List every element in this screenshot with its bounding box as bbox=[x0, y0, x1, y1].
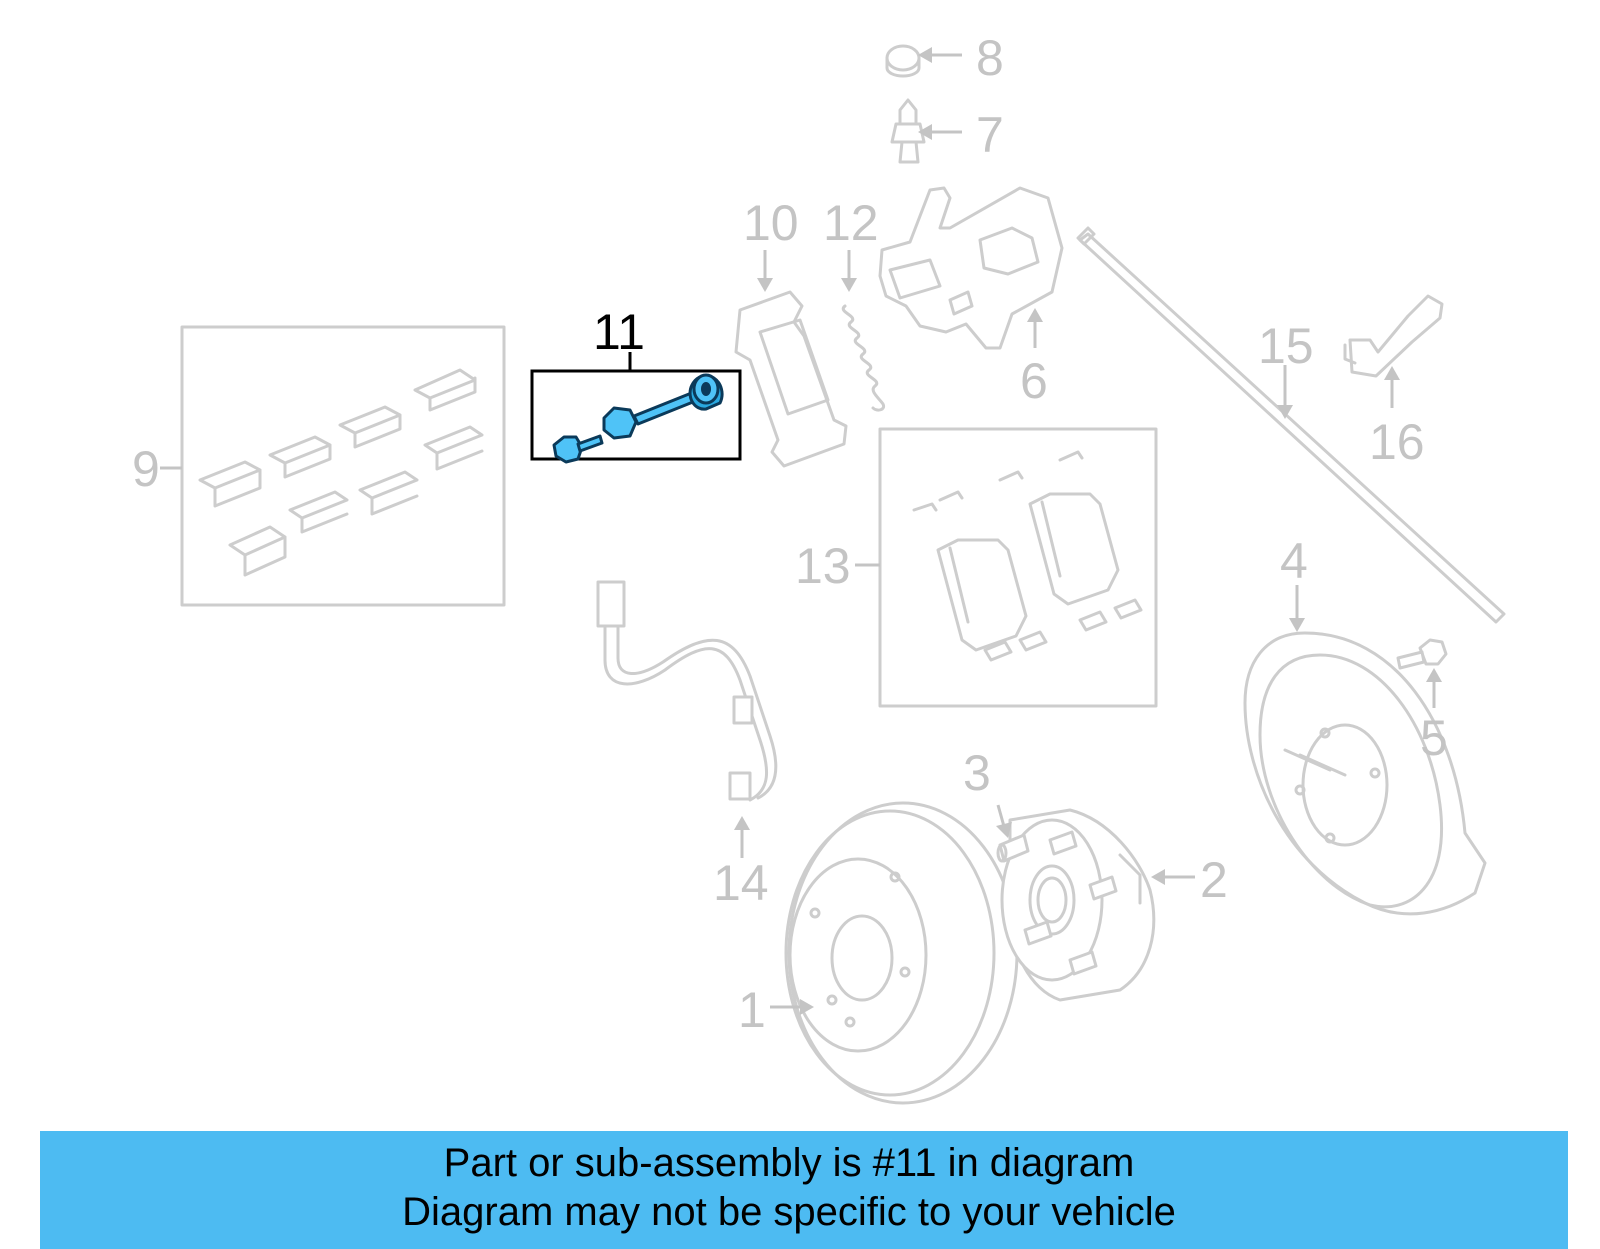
callout-1: 1 bbox=[738, 982, 766, 1038]
part-8-bleeder-cap[interactable] bbox=[885, 44, 921, 78]
callout-2: 2 bbox=[1200, 852, 1228, 908]
callout-5: 5 bbox=[1420, 710, 1448, 766]
callout-4: 4 bbox=[1280, 533, 1308, 589]
part-1-brake-rotor[interactable] bbox=[784, 801, 1019, 1105]
callout-7: 7 bbox=[976, 107, 1004, 163]
part-16-bracket[interactable] bbox=[1343, 294, 1444, 378]
callout-3: 3 bbox=[963, 745, 991, 801]
part-3-wheel-stud[interactable] bbox=[996, 833, 1030, 863]
callout-11: 11 bbox=[593, 304, 645, 360]
part-4-splash-shield[interactable] bbox=[1243, 631, 1487, 916]
part-14-abs-sensor-harness[interactable] bbox=[596, 580, 778, 802]
callout-10: 10 bbox=[743, 195, 799, 251]
part-2-wheel-hub[interactable] bbox=[1000, 808, 1156, 1002]
callout-12: 12 bbox=[823, 195, 879, 251]
part-6-brake-caliper[interactable] bbox=[878, 186, 1064, 350]
callout-6: 6 bbox=[1020, 353, 1048, 409]
callout-15: 15 bbox=[1258, 318, 1314, 374]
banner-line-disclaimer: Diagram may not be specific to your vehi… bbox=[402, 1190, 1176, 1234]
part-5-bolt[interactable] bbox=[1396, 638, 1448, 670]
part-11-caliper-guide-pin-kit[interactable] bbox=[530, 369, 742, 464]
callout-13: 13 bbox=[795, 538, 851, 594]
callout-14: 14 bbox=[713, 855, 769, 911]
part-13-brake-pad-kit[interactable] bbox=[878, 427, 1158, 708]
callout-8: 8 bbox=[976, 30, 1004, 86]
part-15-wear-sensor-wire[interactable] bbox=[1076, 226, 1506, 624]
part-10-caliper-bracket[interactable] bbox=[734, 290, 848, 468]
callout-16: 16 bbox=[1369, 414, 1425, 470]
part-7-bleeder-screw[interactable] bbox=[890, 98, 926, 164]
part-info-banner: Part or sub-assembly is #11 in diagram D… bbox=[40, 1131, 1568, 1249]
callout-9: 9 bbox=[132, 441, 160, 497]
part-12-spring[interactable] bbox=[841, 304, 886, 412]
part-9-hardware-kit[interactable] bbox=[180, 325, 506, 607]
banner-line-part: Part or sub-assembly is #11 in diagram bbox=[443, 1141, 1135, 1185]
